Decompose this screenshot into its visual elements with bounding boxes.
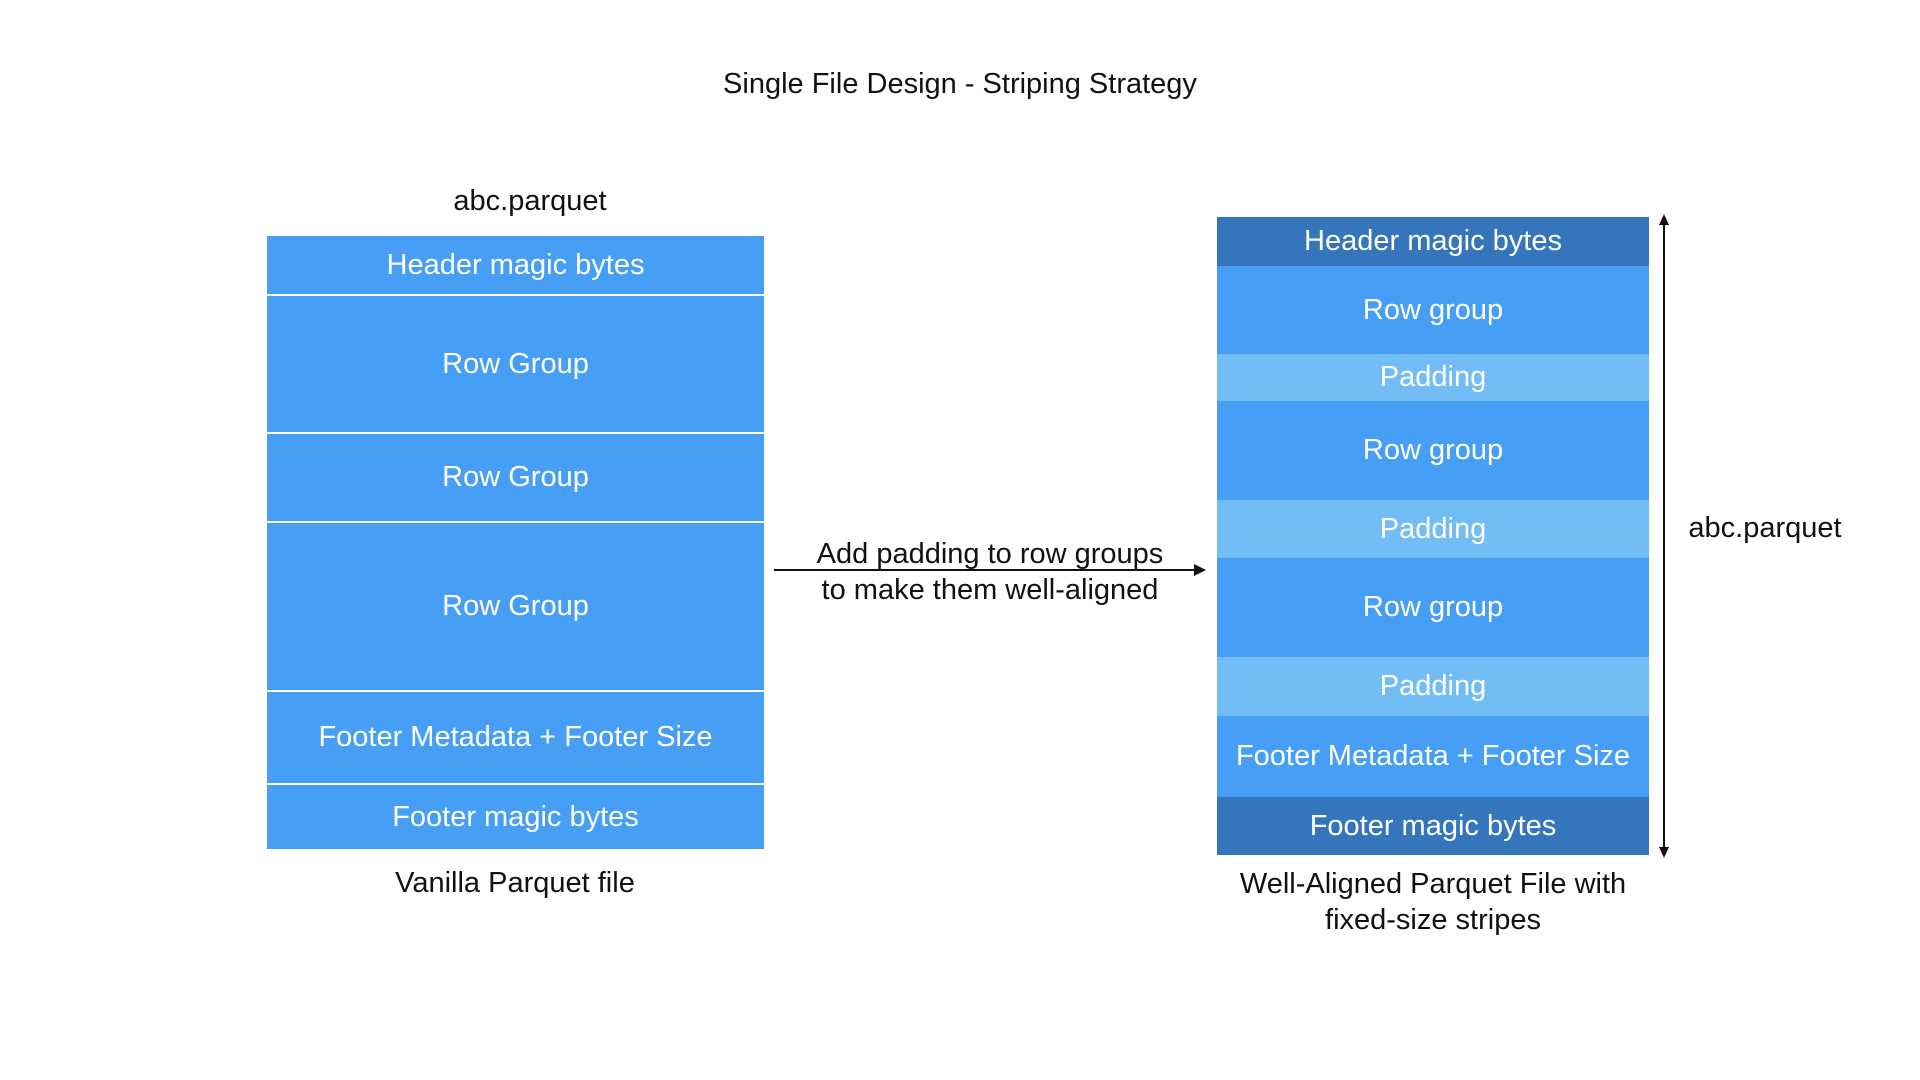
left-file-label: abc.parquet — [453, 185, 607, 217]
right-padding-block: Padding — [1217, 500, 1649, 558]
right-caption-line2: fixed-size stripes — [1325, 904, 1541, 936]
right-padding-block: Padding — [1217, 657, 1649, 716]
block-label: Padding — [1379, 361, 1487, 393]
block-label: Padding — [1379, 670, 1487, 702]
right-row-group-block: Row group — [1217, 266, 1649, 354]
diagram-title: Single File Design - Striping Strategy — [723, 68, 1197, 100]
block-label: Row Group — [442, 461, 589, 493]
file-size-double-arrow — [1659, 214, 1669, 858]
arrow-label: Add padding to row groups to make them w… — [760, 536, 1220, 608]
left-footer-magic-block: Footer magic bytes — [267, 785, 764, 849]
vanilla-parquet-stack: Header magic bytes Row Group Row Group R… — [267, 236, 764, 849]
block-label: Header magic bytes — [1304, 225, 1562, 257]
left-row-group-block: Row Group — [267, 296, 764, 434]
well-aligned-parquet-stack: Header magic bytes Row group Padding Row… — [1217, 217, 1649, 855]
block-label: Row group — [1362, 434, 1504, 466]
right-caption: Well-Aligned Parquet File with fixed-siz… — [1183, 866, 1683, 938]
block-label: Row Group — [442, 347, 589, 380]
left-footer-metadata-block: Footer Metadata + Footer Size — [267, 692, 764, 785]
left-row-group-block: Row Group — [267, 523, 764, 692]
arrow-label-line1: Add padding to row groups — [816, 538, 1164, 570]
arrow-label-line2: to make them well-aligned — [821, 574, 1159, 606]
block-label: Footer Metadata + Footer Size — [1235, 740, 1631, 772]
right-caption-line1: Well-Aligned Parquet File with — [1239, 868, 1627, 900]
left-header-magic-block: Header magic bytes — [267, 236, 764, 296]
block-label: Row group — [1362, 591, 1504, 623]
left-caption: Vanilla Parquet file — [395, 867, 635, 899]
block-label: Row Group — [442, 590, 589, 622]
right-footer-magic-block: Footer magic bytes — [1217, 797, 1649, 855]
block-label: Row group — [1362, 293, 1504, 326]
right-header-magic-block: Header magic bytes — [1217, 217, 1649, 266]
left-row-group-block: Row Group — [267, 434, 764, 523]
right-row-group-block: Row group — [1217, 401, 1649, 500]
block-label: Footer magic bytes — [1309, 809, 1557, 842]
block-label: Padding — [1379, 512, 1487, 545]
right-row-group-block: Row group — [1217, 558, 1649, 657]
block-label: Header magic bytes — [386, 248, 645, 281]
right-file-label: abc.parquet — [1688, 512, 1842, 544]
transform-arrow — [774, 564, 1206, 576]
block-label: Footer magic bytes — [392, 800, 639, 833]
block-label: Footer Metadata + Footer Size — [318, 721, 713, 753]
right-footer-metadata-block: Footer Metadata + Footer Size — [1217, 716, 1649, 797]
right-padding-block: Padding — [1217, 354, 1649, 401]
